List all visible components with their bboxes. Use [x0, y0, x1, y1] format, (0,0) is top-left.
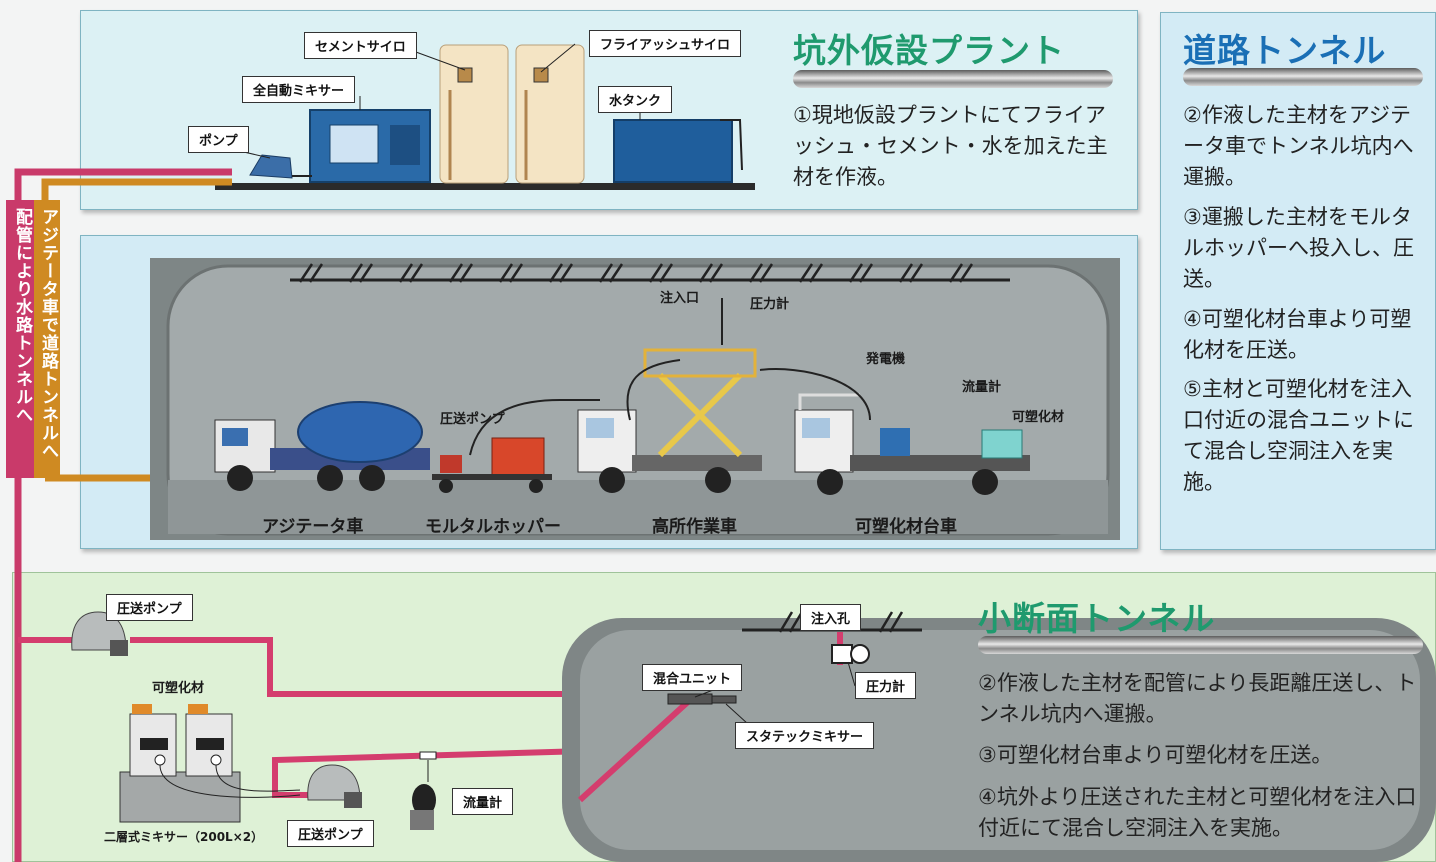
plant-ground	[215, 183, 755, 190]
small-step-2: ②作液した主材を配管により長距離圧送し、トンネル坑内へ運搬。	[978, 671, 1417, 726]
plant-title-bar	[793, 70, 1113, 88]
two-layer-mixer-label: 二層式ミキサー（200L×2）	[104, 830, 264, 844]
small-pump-1	[71, 611, 128, 656]
cement-silo-label: セメントサイロ	[304, 32, 417, 59]
two-layer-mixer	[119, 704, 301, 823]
generator-label: 発電機	[866, 352, 906, 367]
small-plasticizer-label: 可塑化材	[152, 681, 205, 696]
agitator-route-label-bg	[34, 200, 60, 478]
vehicle-hopper-label: モルタルホッパー	[425, 517, 561, 537]
road-pressure-gauge-label: 圧力計	[750, 297, 790, 312]
water-tank	[613, 119, 733, 183]
flyash-silo	[515, 44, 585, 184]
small-step-3: ③可塑化材台車より可塑化材を圧送。	[978, 743, 1333, 767]
mix-unit-shape	[667, 693, 713, 705]
small-pump-2	[307, 764, 362, 808]
anchor-marks	[298, 263, 974, 283]
small-title: 小断面トンネル	[978, 599, 1216, 638]
mortar-hopper	[432, 437, 552, 493]
plant-pump	[249, 154, 293, 179]
plasticizer-truck	[794, 393, 1030, 495]
road-title-bar	[1183, 68, 1423, 86]
road-plasticizer-label: 可塑化材	[1012, 410, 1065, 425]
vehicle-aerial-label: 高所作業車	[652, 517, 737, 537]
water-tank-label: 水タンク	[598, 86, 673, 113]
mix-unit-label: 混合ユニット	[642, 664, 743, 691]
vehicle-plasticizer-label: 可塑化材台車	[855, 517, 957, 537]
plant-pump-label: ポンプ	[188, 126, 249, 153]
injection-hole-label: 注入孔	[800, 604, 862, 631]
injection-port-label: 注入口	[660, 291, 700, 306]
agitator-route-label: アジテータ車で道路トンネルへ	[38, 208, 58, 460]
plant-title: 坑外仮設プラント	[793, 31, 1065, 70]
small-title-bar	[978, 636, 1423, 654]
small-step-4: ④坑外より圧送された主材と可塑化材を注入口付近にて混合し空洞注入を実施。	[978, 785, 1417, 840]
road-step-5: ⑤主材と可塑化材を注入口付近の混合ユニットにて混合し空洞注入を実施。	[1183, 377, 1414, 494]
road-pressure-pump-label: 圧送ポンプ	[440, 412, 505, 427]
road-flow-meter-label: 流量計	[962, 380, 1002, 395]
plant-desc: ①現地仮設プラントにてフライアッシュ・セメント・水を加えた主材を作液。	[793, 103, 1108, 189]
vehicle-agitator-label: アジテータ車	[262, 517, 364, 537]
pipe-route-label-bg	[6, 200, 34, 478]
static-mixer-label: スタテックミキサー	[735, 722, 875, 749]
agitator-truck	[214, 401, 430, 491]
small-pump2-label: 圧送ポンプ	[287, 820, 374, 847]
flyash-silo-label: フライアッシュサイロ	[589, 30, 742, 57]
mixer-label: 全自動ミキサー	[242, 76, 356, 103]
flow-meter-shape	[410, 751, 437, 830]
static-mixer-shape	[711, 695, 737, 704]
cement-silo	[439, 44, 509, 184]
pipe-route-label: 配管により水路トンネルへ	[12, 208, 32, 424]
road-step-3: ③運搬した主材をモルタルホッパーへ投入し、圧送。	[1183, 205, 1414, 291]
road-step-4: ④可塑化材台車より可塑化材を圧送。	[1183, 307, 1412, 362]
small-pump1-label: 圧送ポンプ	[106, 594, 193, 621]
aerial-work-truck	[577, 348, 762, 493]
road-step-2: ②作液した主材をアジテータ車でトンネル坑内へ運搬。	[1183, 103, 1414, 189]
pressure-gauge-shape	[831, 644, 853, 664]
small-flow-meter-label: 流量計	[452, 788, 514, 815]
road-title: 道路トンネル	[1183, 31, 1387, 70]
small-pressure-gauge-label: 圧力計	[855, 672, 917, 699]
road-tunnel-text-panel	[1160, 12, 1436, 550]
